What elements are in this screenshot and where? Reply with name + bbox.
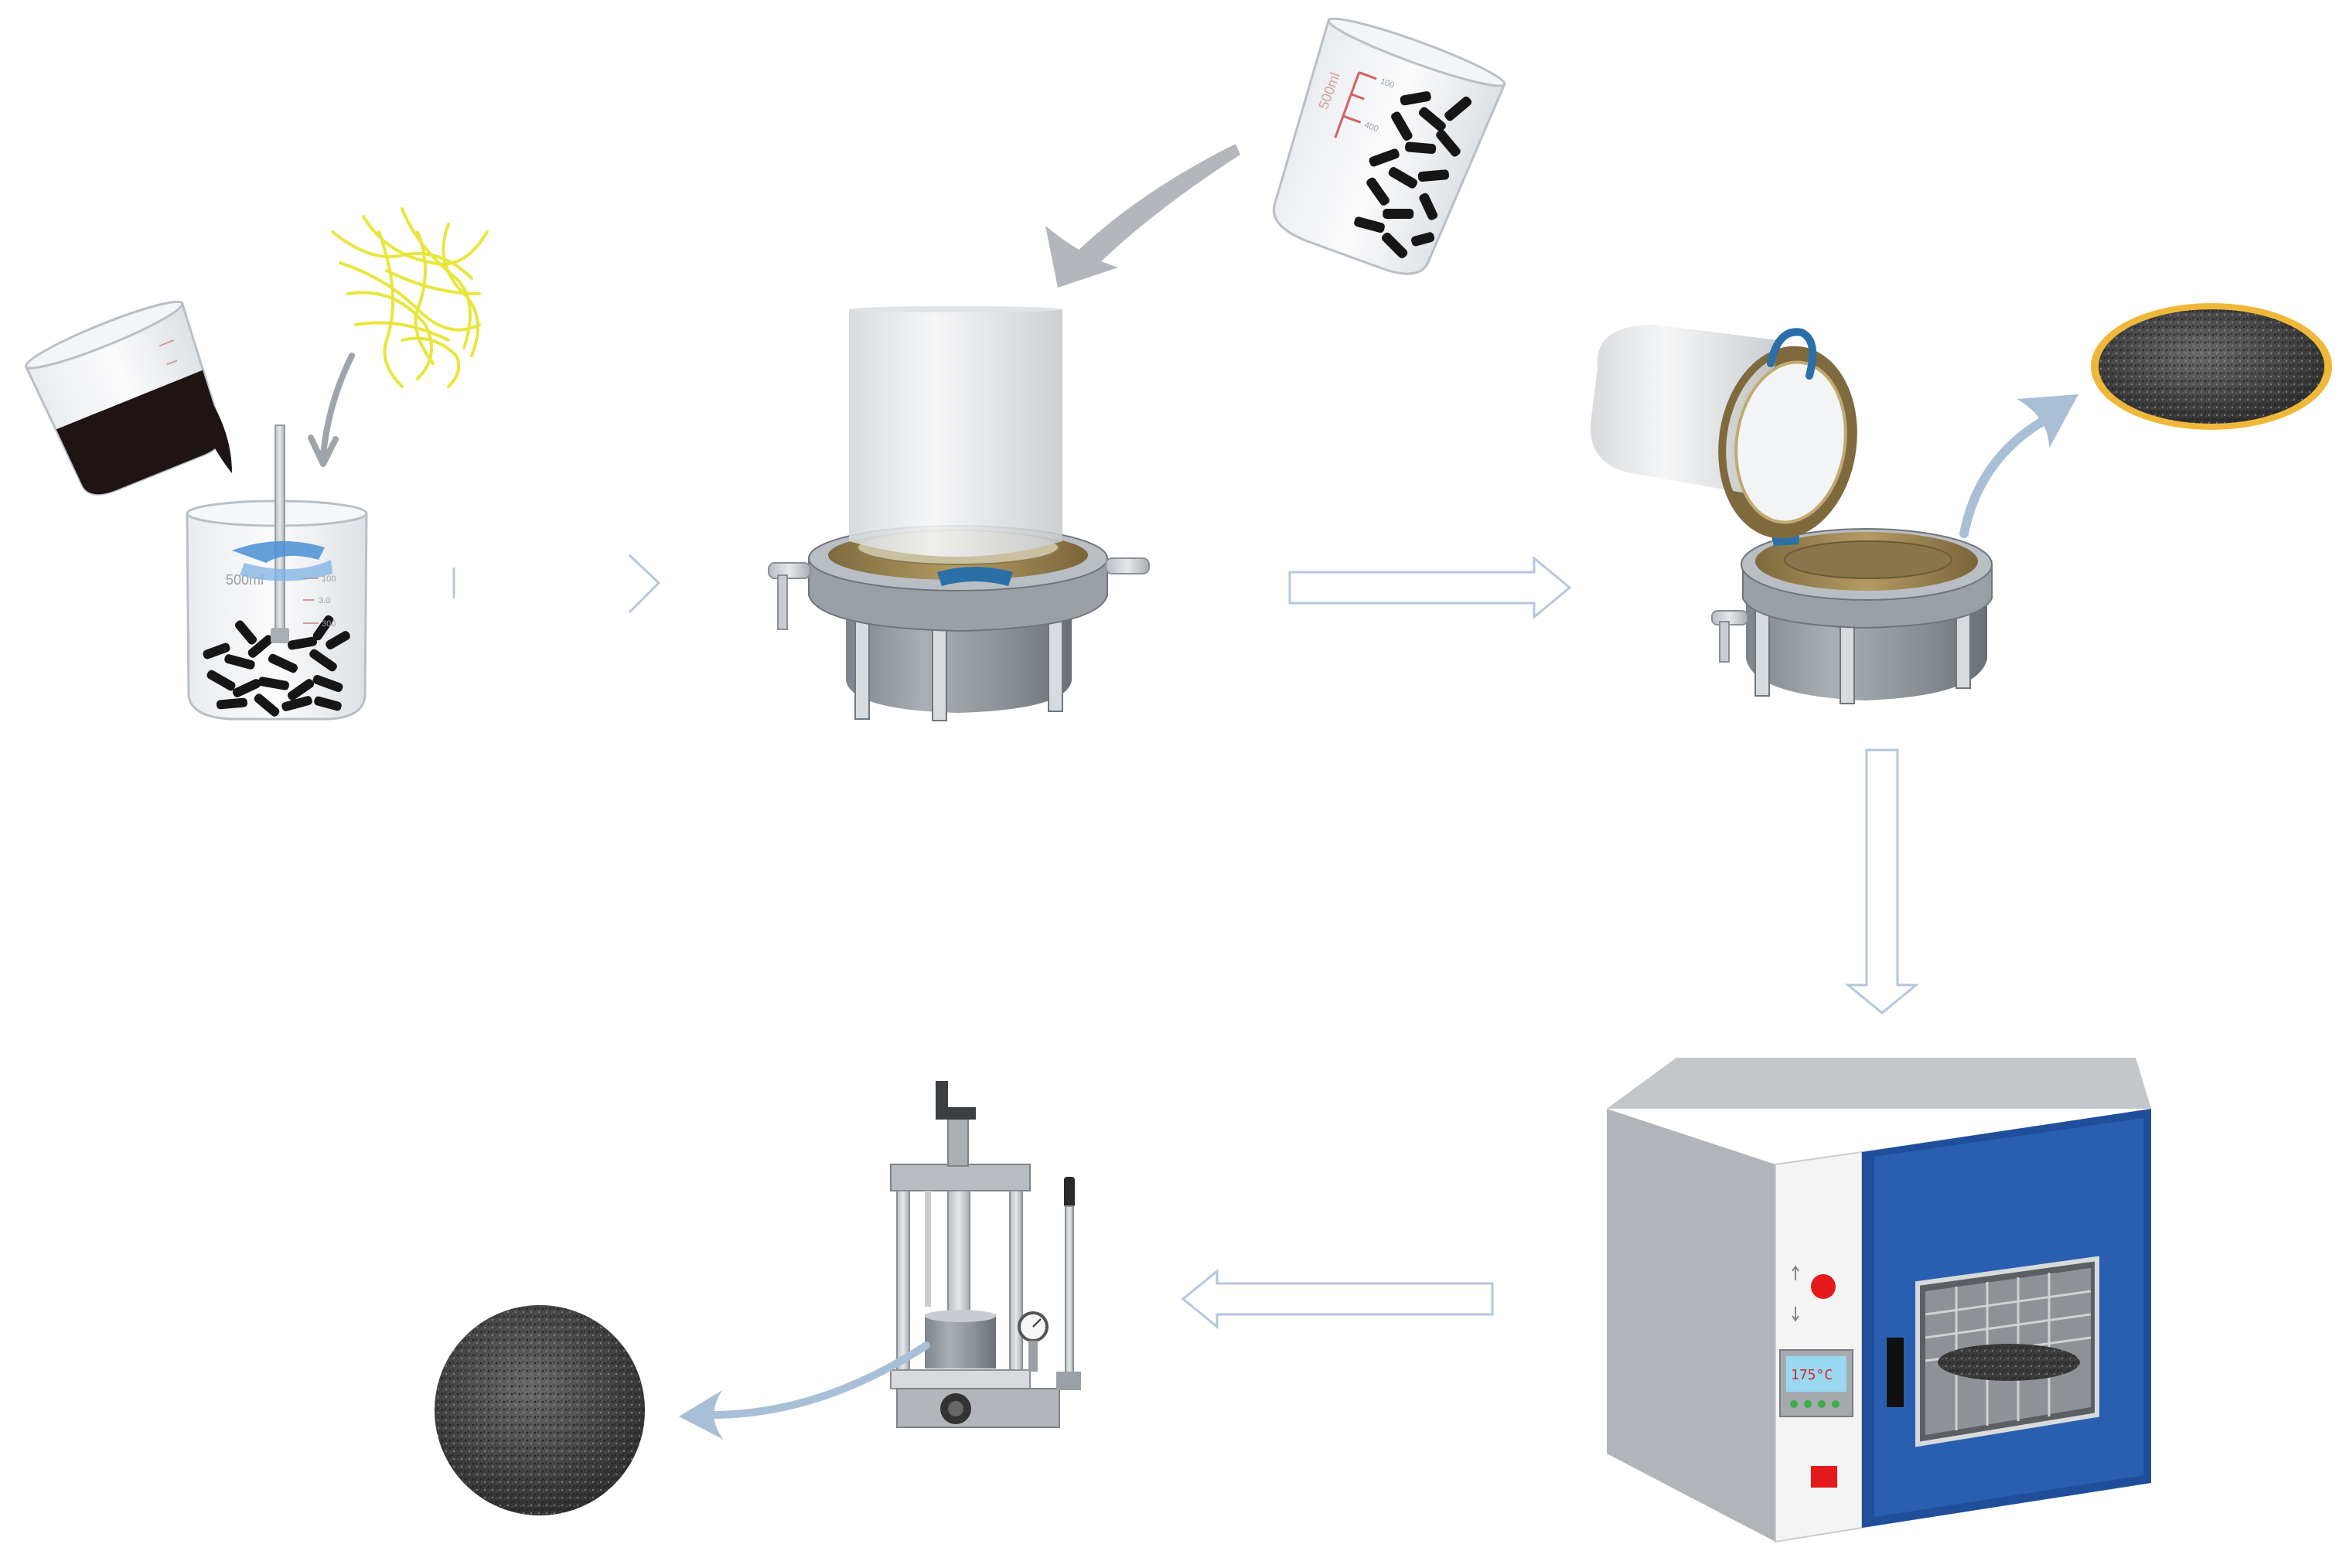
pouring-beaker-icon [24,300,232,496]
open-mold-icon [1591,325,1993,704]
oven-power-switch-icon [1811,1466,1837,1488]
specimen-disc-bottom-icon [435,1305,645,1515]
mixing-beaker-icon: 500ml 100 3.0 300 [186,424,368,721]
fibers-icon [331,207,489,388]
pour-arrow-icon [1045,144,1240,288]
vacuum-mold-icon [768,306,1150,721]
pellets-icon [203,615,350,717]
removal-arrow-icon [1959,394,2078,538]
mixing-beaker-tick-2: 3.0 [319,596,330,605]
arrow-step-2-icon [1288,555,1572,620]
hydraulic-press-icon [890,1081,1081,1428]
press-output-arrow-icon [679,1341,930,1440]
oven-temperature-display: 175°C [1791,1367,1833,1383]
oven-handle-icon [1887,1338,1904,1407]
arrow-step-4-icon [1181,1268,1494,1330]
mixing-beaker-tick-3: 300 [322,619,336,629]
arrow-step-1-icon [452,554,661,614]
specimen-disc-top-icon [2091,303,2332,430]
pouring-beaker-tick-2: 400 [1363,121,1379,135]
oven-indicator-light-icon [1811,1274,1836,1299]
pouring-beaker-tick-1: 100 [1379,77,1395,90]
mixing-beaker-tick-1: 100 [322,574,336,584]
oven-icon: 175°C [1607,1058,2151,1543]
pouring-pellets-beaker-icon: 500ml 100 400 [1272,17,1506,275]
arrow-step-3-icon [1844,748,1920,1014]
stirrer-icon [232,424,332,643]
fiber-drop-arrow-icon [308,353,355,467]
